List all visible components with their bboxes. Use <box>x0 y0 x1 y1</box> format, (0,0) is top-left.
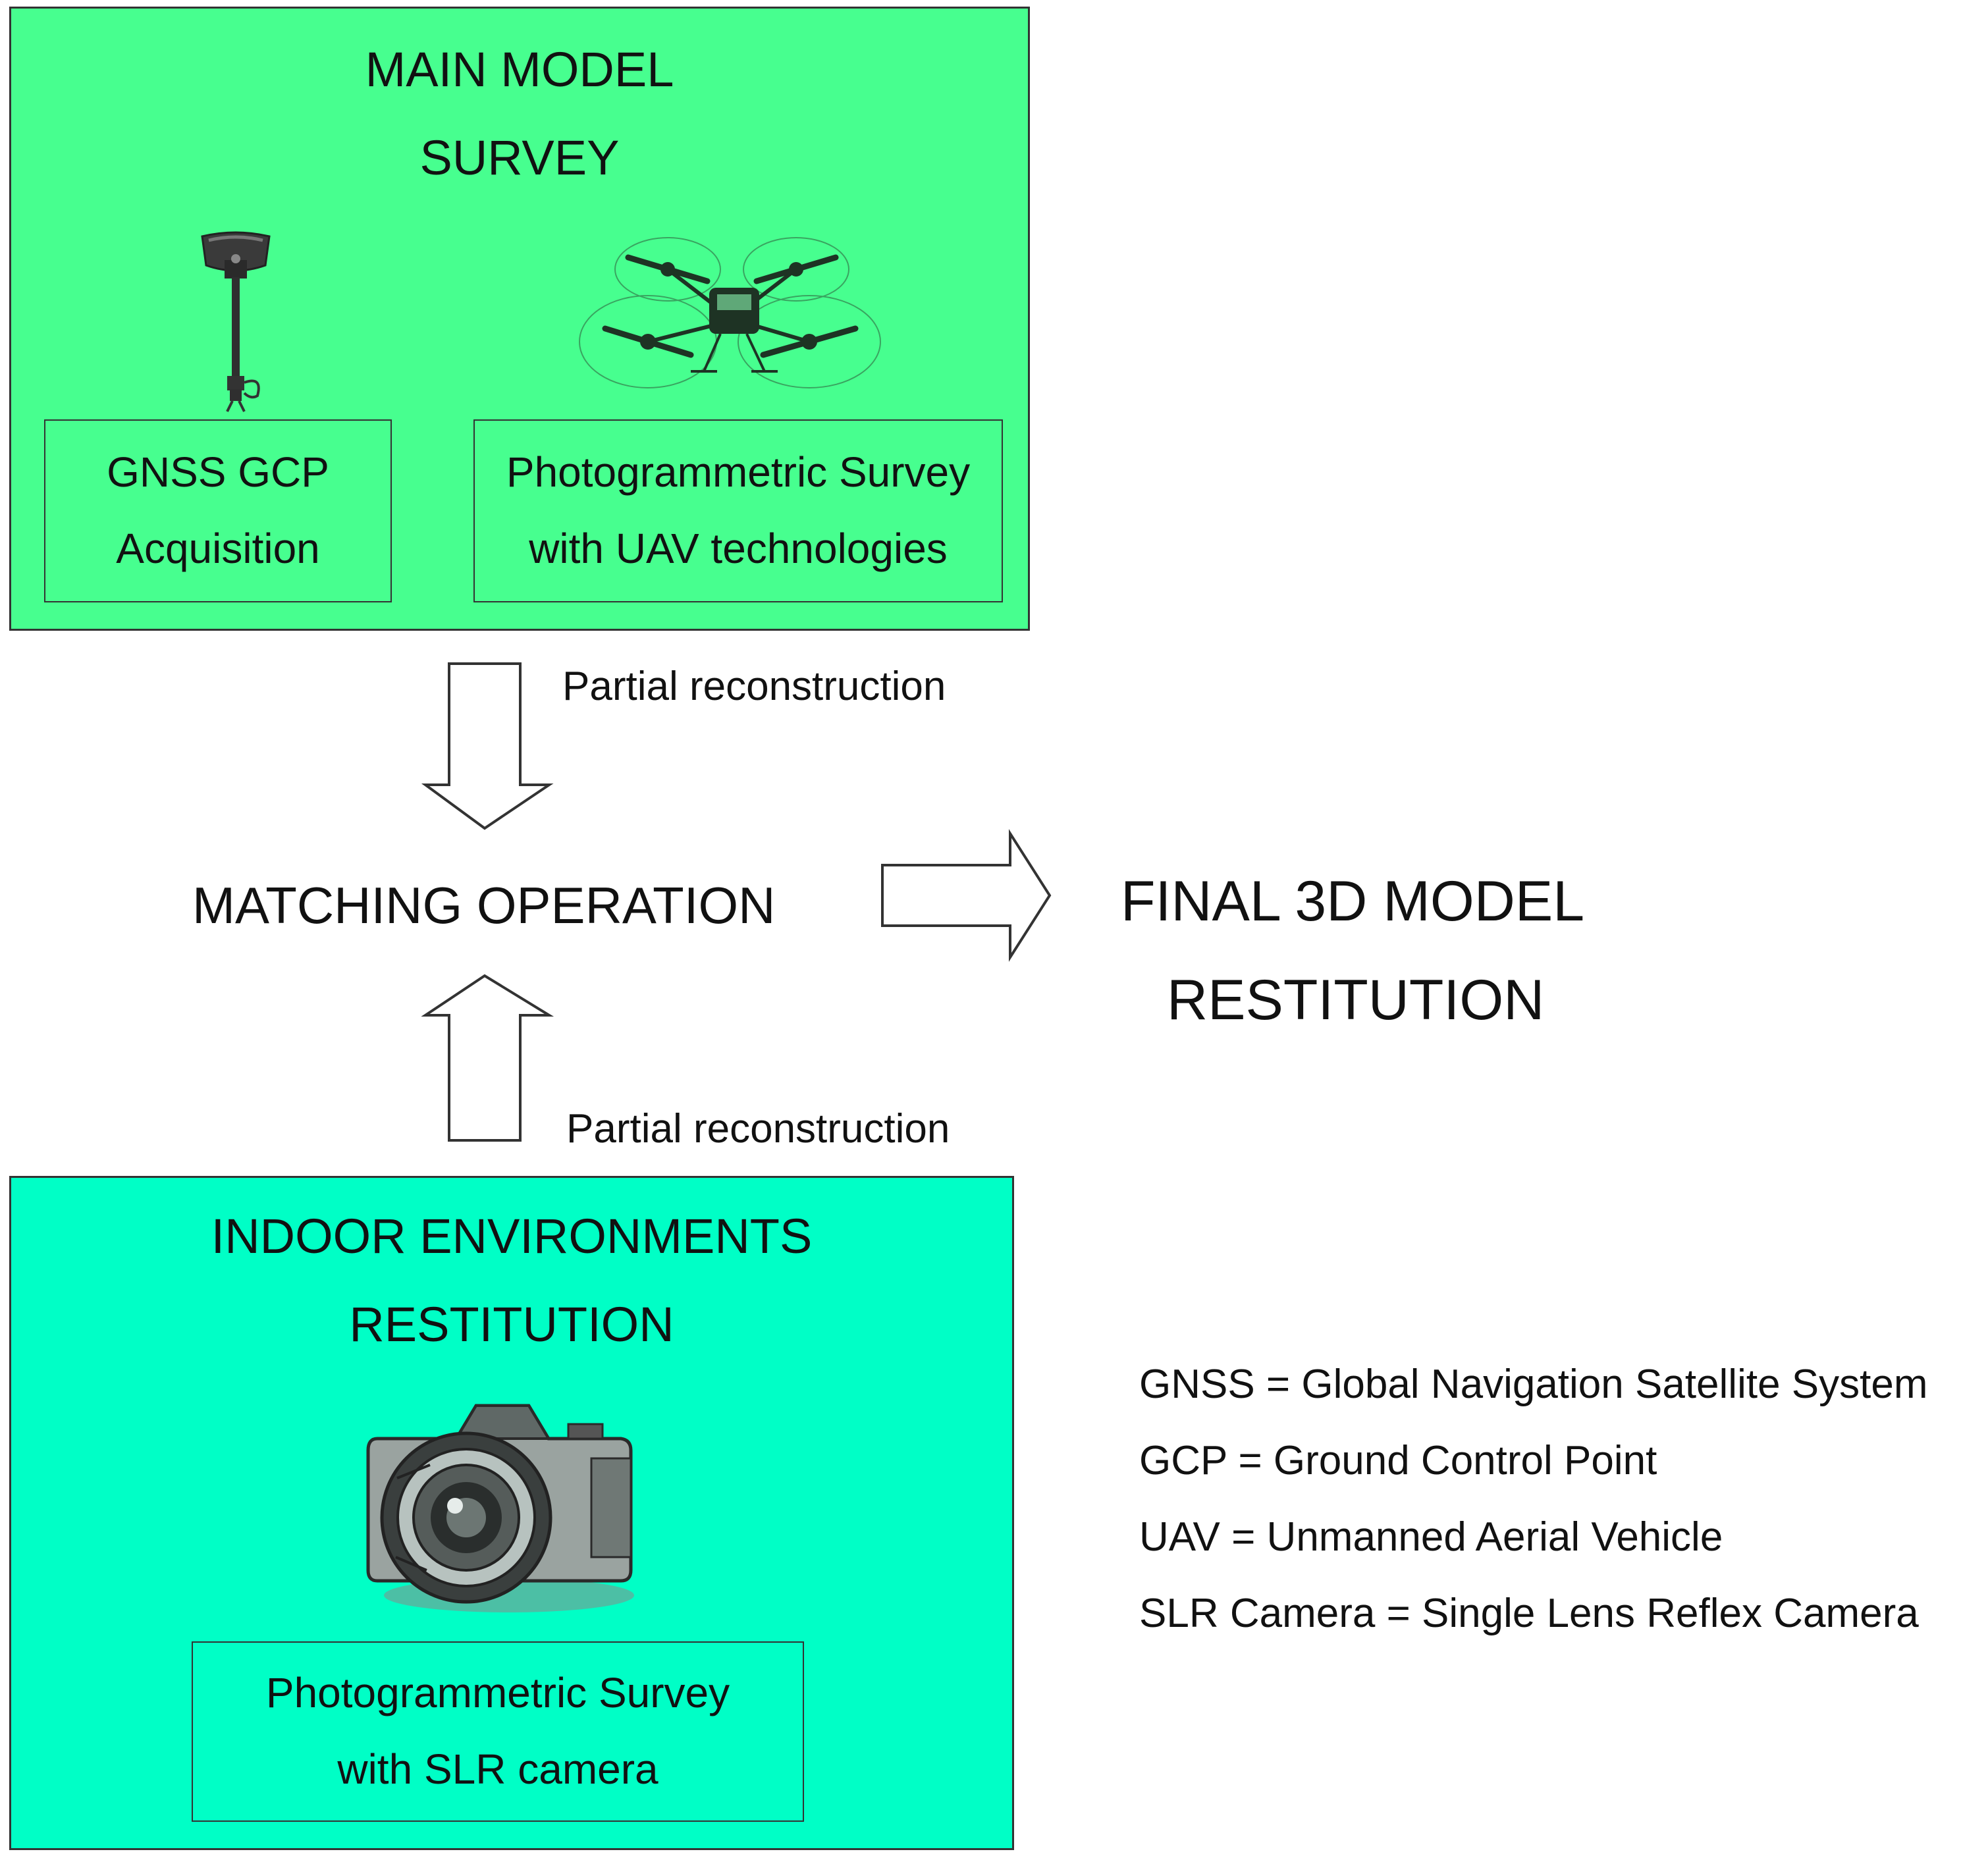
right-arrow <box>881 829 1052 962</box>
uav-photogrammetric-survey-box: Photogrammetric Survey with UAV technolo… <box>473 419 1003 602</box>
bottom-arrow-label: Partial reconstruction <box>566 1106 950 1152</box>
slr-camera-icon <box>366 1404 634 1612</box>
main-panel-title-line2: SURVEY <box>419 130 620 185</box>
final-model-line1: FINAL 3D MODEL <box>1121 870 1585 933</box>
up-arrow <box>421 974 554 1142</box>
quadcopter-drone-icon <box>579 237 881 388</box>
legend-gnss: GNSS = Global Navigation Satellite Syste… <box>1139 1362 1928 1407</box>
indoor-panel-title-line1: INDOOR ENVIRONMENTS <box>211 1209 813 1263</box>
gnss-gcp-acquisition-box: GNSS GCP Acquisition <box>44 419 392 602</box>
indoor-panel-title-line2: RESTITUTION <box>349 1297 674 1352</box>
top-arrow-label: Partial reconstruction <box>562 664 946 709</box>
matching-operation-label: MATCHING OPERATION <box>192 876 776 934</box>
legend-uav: UAV = Unmanned Aerial Vehicle <box>1139 1514 1723 1560</box>
indoor-environments-panel: INDOOR ENVIRONMENTS RESTITUTION Photogra… <box>9 1176 1014 1850</box>
slr-box-line1: Photogrammetric Survey <box>265 1669 730 1716</box>
gnss-box-line1: GNSS GCP <box>107 448 329 496</box>
slr-box-line2: with SLR camera <box>337 1745 658 1793</box>
uav-box-line1: Photogrammetric Survey <box>506 448 971 496</box>
uav-box-line2: with UAV technologies <box>529 525 948 572</box>
legend-slr: SLR Camera = Single Lens Reflex Camera <box>1139 1591 1919 1636</box>
slr-photogrammetric-survey-box: Photogrammetric Survey with SLR camera <box>192 1641 804 1822</box>
down-arrow <box>421 662 554 830</box>
gnss-receiver-pole-icon <box>201 231 271 412</box>
main-panel-title-line1: MAIN MODEL <box>365 42 674 97</box>
gnss-box-line2: Acquisition <box>116 525 320 572</box>
final-model-line2: RESTITUTION <box>1167 969 1545 1032</box>
legend-gcp: GCP = Ground Control Point <box>1139 1438 1657 1483</box>
main-model-survey-panel: MAIN MODEL SURVEY <box>9 7 1030 631</box>
